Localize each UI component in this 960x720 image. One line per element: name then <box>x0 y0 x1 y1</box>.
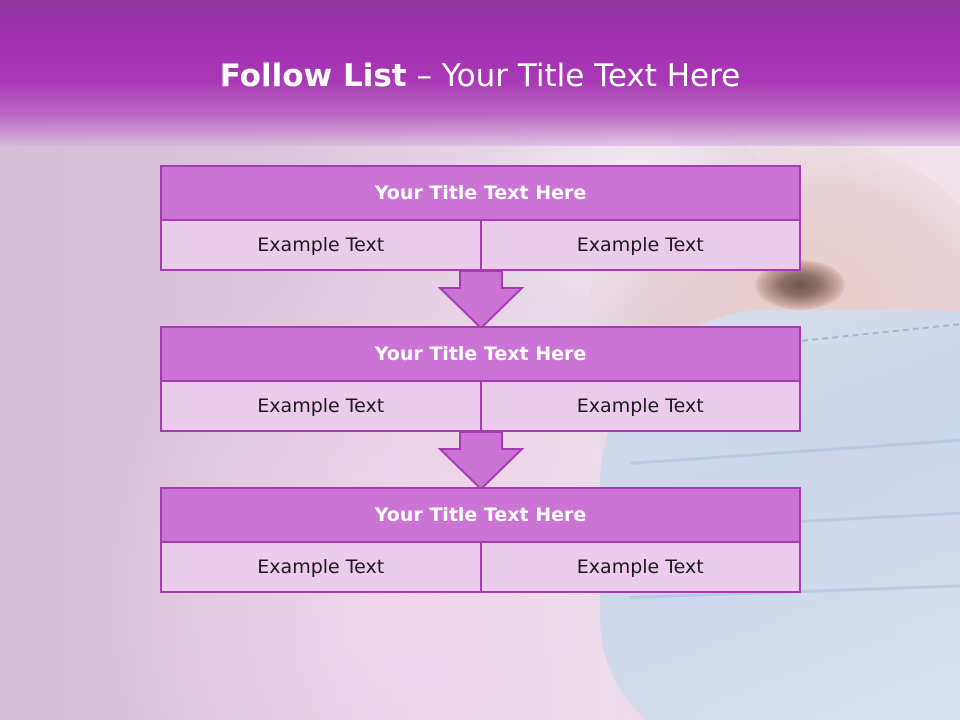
step-cell-right: Example Text <box>481 382 801 432</box>
step-cell-left: Example Text <box>160 543 482 593</box>
step-cell-right: Example Text <box>481 543 801 593</box>
title-bold-part: Follow List <box>219 58 407 94</box>
list-step-3: Your Title Text Here Example Text Exampl… <box>160 487 801 593</box>
step-cell-right: Example Text <box>481 221 801 271</box>
title-regular-part: – Your Title Text Here <box>406 58 741 94</box>
step-cell-left: Example Text <box>160 221 482 271</box>
step-title: Your Title Text Here <box>160 487 801 543</box>
step-row: Example Text Example Text <box>160 221 801 271</box>
header-band <box>0 0 960 146</box>
step-row: Example Text Example Text <box>160 382 801 432</box>
list-step-2: Your Title Text Here Example Text Exampl… <box>160 326 801 432</box>
step-row: Example Text Example Text <box>160 543 801 593</box>
step-title: Your Title Text Here <box>160 165 801 221</box>
list-step-1: Your Title Text Here Example Text Exampl… <box>160 165 801 271</box>
step-cell-left: Example Text <box>160 382 482 432</box>
down-arrow-icon <box>438 432 524 490</box>
step-title: Your Title Text Here <box>160 326 801 382</box>
down-arrow-icon <box>438 271 524 329</box>
page-title: Follow List – Your Title Text Here <box>0 52 960 100</box>
